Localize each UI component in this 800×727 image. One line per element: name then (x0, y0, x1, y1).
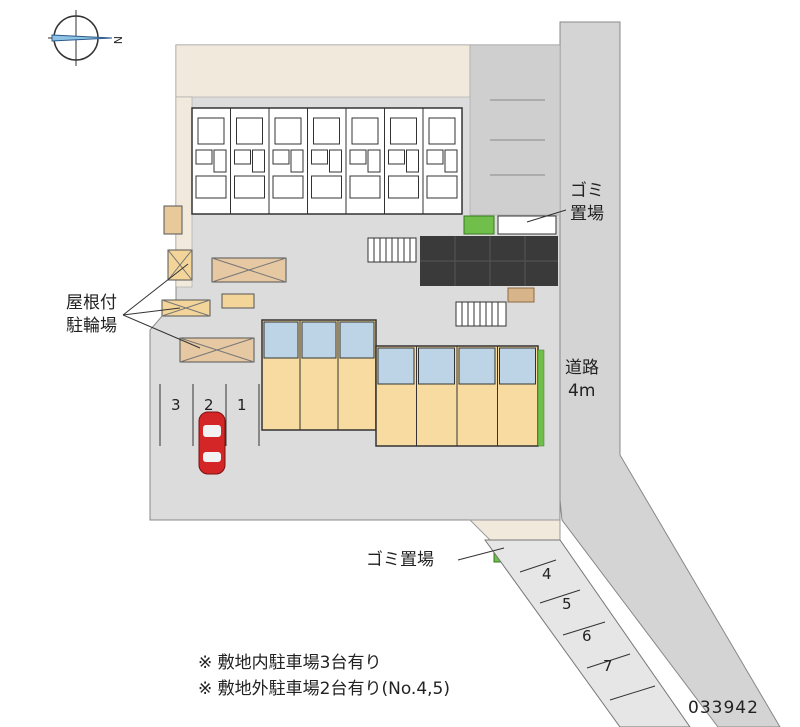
tile-grid (420, 236, 558, 286)
parking-space-7: 7 (603, 657, 613, 675)
unit-bath (349, 149, 367, 165)
outside-parking-lines (519, 559, 656, 701)
unit-wet-area (377, 347, 415, 385)
unit-wet-area (499, 347, 536, 385)
label-garbage-top-2: 置場 (570, 204, 604, 224)
unit-entry (195, 175, 227, 199)
unit-entry (388, 175, 419, 199)
unit-room (428, 117, 456, 145)
parking-area-top (469, 44, 561, 216)
unit-bath (388, 149, 405, 165)
unit-kitchen (444, 149, 458, 173)
parking-space-6: 6 (582, 627, 592, 645)
unit-room (274, 117, 302, 145)
compass-icon: N (48, 10, 124, 66)
unit-room (351, 117, 379, 145)
unit-wet-area (301, 321, 337, 359)
map-code: 033942 (688, 698, 759, 718)
brick-patch (507, 287, 535, 303)
label-garbage-top-1: ゴミ (570, 180, 604, 201)
plant-box-top (463, 215, 495, 235)
unit-room (236, 117, 263, 145)
unit-wet-area (339, 321, 375, 359)
unit-room (197, 117, 225, 145)
unit-kitchen (252, 149, 265, 173)
parking-space-2: 2 (204, 396, 214, 414)
leader-garbage-top (526, 209, 567, 223)
building-middle (261, 319, 545, 447)
label-bike-2: 駐輪場 (66, 316, 117, 336)
note-inside-parking: ※ 敷地内駐車場3台有り (198, 653, 382, 673)
unit-kitchen (213, 149, 227, 173)
unit-room (390, 117, 417, 145)
unit-wet-area (458, 347, 496, 385)
leader-bike (122, 263, 201, 349)
unit-bath (234, 149, 251, 165)
unit-kitchen (329, 149, 342, 173)
garbage-box-top (497, 215, 557, 235)
leader-garbage-bottom (457, 547, 505, 561)
parking-lines-top (490, 99, 545, 176)
unit-entry (349, 175, 381, 199)
parking-space-4: 4 (542, 565, 552, 583)
unit-bath (195, 149, 213, 165)
tan-strip (175, 44, 471, 98)
label-garbage-bottom: ゴミ置場 (366, 549, 434, 570)
unit-kitchen (367, 149, 381, 173)
unit-room (313, 117, 340, 145)
unit-entry (426, 175, 458, 199)
stairs-middle (455, 301, 507, 327)
unit-entry (311, 175, 342, 199)
unit-entry (234, 175, 265, 199)
parking-space-5: 5 (562, 595, 572, 613)
unit-kitchen (290, 149, 304, 173)
bike-shelters (161, 205, 287, 363)
parking-space-1: 1 (237, 396, 247, 414)
label-road-2: 4m (568, 381, 595, 401)
building-top (191, 107, 463, 215)
unit-entry (272, 175, 304, 199)
compass-north: N (111, 36, 124, 44)
red-car-icon (198, 411, 226, 475)
unit-wet-area (418, 347, 455, 385)
unit-bath (426, 149, 444, 165)
unit-bath (311, 149, 328, 165)
stairs-top (367, 237, 417, 263)
unit-bath (272, 149, 290, 165)
parking-space-3: 3 (171, 396, 181, 414)
unit-wet-area (263, 321, 299, 359)
outside-parking-strip (484, 539, 691, 727)
note-outside-parking: ※ 敷地外駐車場2台有り(No.4,5) (198, 679, 450, 699)
label-road-1: 道路 (565, 358, 599, 378)
label-bike-1: 屋根付 (66, 293, 117, 313)
unit-kitchen (406, 149, 419, 173)
